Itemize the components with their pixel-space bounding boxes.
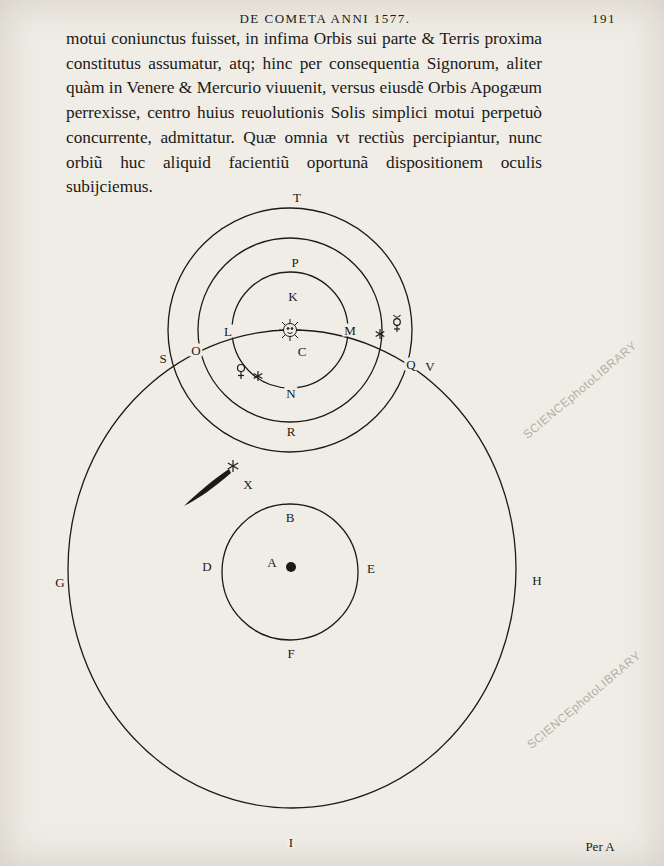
page-number: 191: [592, 12, 616, 25]
watermark: SCIENCEphotoLIBRARY: [525, 649, 643, 751]
point-letter: Q: [404, 358, 417, 371]
point-letter: F: [285, 647, 296, 660]
point-letter: P: [289, 256, 300, 269]
catchword: Per A: [585, 840, 614, 853]
point-letter: V: [423, 360, 436, 373]
point-letter: L: [222, 325, 234, 338]
sun-symbol: [279, 319, 301, 341]
point-letter: M: [342, 324, 358, 337]
star-symbol: [254, 371, 263, 381]
body-text: motui coniunctus fuisset, in infima Orbi…: [66, 27, 542, 200]
venus-symbol: [238, 365, 245, 380]
earth-letter: A: [265, 556, 278, 569]
point-letter: I: [287, 836, 295, 849]
mercury-symbol: [394, 315, 401, 332]
point-letter: O: [189, 344, 202, 357]
point-letter: C: [296, 345, 309, 358]
running-head: DE COMETA ANNI 1577.: [239, 12, 410, 25]
point-letter: E: [365, 562, 377, 575]
point-letter: G: [53, 576, 66, 589]
comet-orbit: [168, 208, 412, 452]
point-letter: R: [285, 425, 298, 438]
point-letter: D: [200, 560, 213, 573]
earth-dot: [286, 562, 296, 572]
venus-orbit: [198, 238, 382, 422]
star-symbol: [376, 329, 385, 339]
moon-orbit: [222, 504, 358, 640]
mercury-orbit: [232, 272, 348, 388]
point-letter: T: [291, 191, 303, 204]
point-letter: K: [286, 290, 299, 303]
point-letter: S: [157, 352, 168, 365]
point-letter: H: [530, 574, 543, 587]
sun-orbit: [68, 330, 516, 808]
point-letter: B: [284, 511, 297, 524]
watermark: SCIENCEphotoLIBRARY: [521, 339, 639, 441]
point-letter: X: [241, 478, 254, 491]
comet-figure: [184, 460, 238, 506]
moon-crescent: [308, 507, 322, 521]
point-letter: N: [284, 387, 297, 400]
